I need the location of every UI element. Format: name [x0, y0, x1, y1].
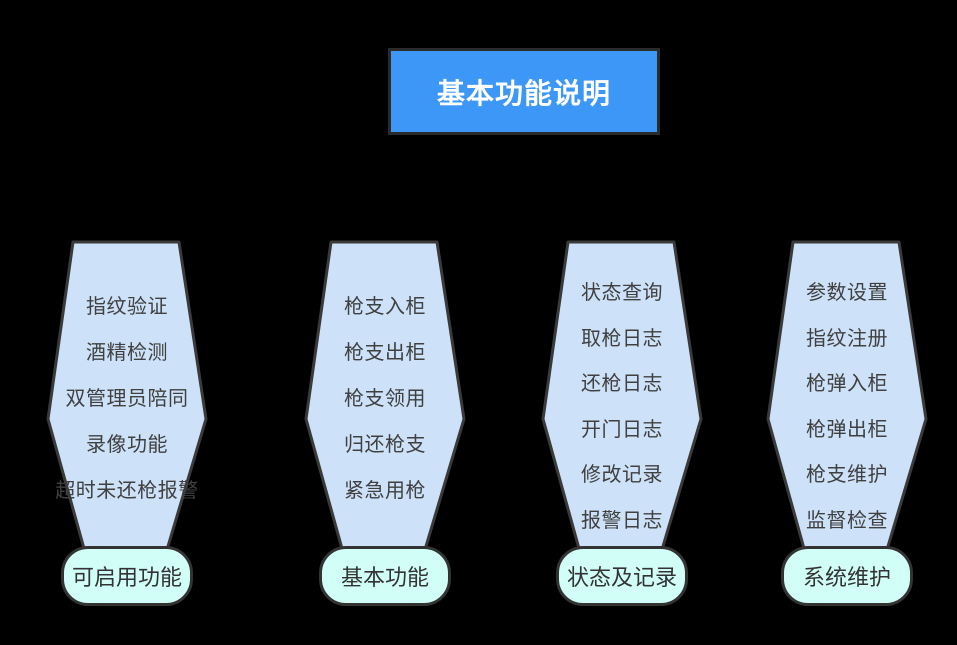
function-list: 参数设置 指纹注册 枪弹入柜 枪弹出柜 枪支维护 监督检查	[766, 271, 928, 544]
function-item: 录像功能	[86, 434, 168, 456]
function-item: 取枪日志	[581, 327, 663, 350]
column-enable-functions: 指纹验证 酒精检测 双管理员陪同 录像功能 超时未还枪报警 可启用功能	[46, 240, 208, 615]
group-label-enable-functions: 可启用功能	[61, 546, 193, 606]
function-item: 归还枪支	[344, 434, 426, 456]
function-item: 枪支领用	[344, 388, 426, 410]
column-system-maintenance: 参数设置 指纹注册 枪弹入柜 枪弹出柜 枪支维护 监督检查 系统维护	[766, 240, 928, 615]
function-item: 枪支维护	[806, 464, 888, 486]
function-item: 监督检查	[806, 509, 888, 532]
function-item: 状态查询	[581, 282, 663, 304]
function-item: 指纹验证	[86, 296, 168, 318]
group-label-basic-functions: 基本功能	[319, 546, 451, 606]
column-status-records: 状态查询 取枪日志 还枪日志 开门日志 修改记录 报警日志 状态及记录	[541, 240, 703, 615]
function-item: 枪弹出柜	[806, 418, 888, 441]
group-label-system-maintenance: 系统维护	[781, 546, 913, 606]
function-list: 状态查询 取枪日志 还枪日志 开门日志 修改记录 报警日志	[541, 271, 703, 544]
function-item: 酒精检测	[86, 342, 168, 364]
function-list: 枪支入柜 枪支出柜 枪支领用 归还枪支 紧急用枪	[304, 284, 466, 514]
function-item: 还枪日志	[581, 373, 663, 395]
column-basic-functions: 枪支入柜 枪支出柜 枪支领用 归还枪支 紧急用枪 基本功能	[304, 240, 466, 615]
function-item: 紧急用枪	[344, 480, 426, 502]
function-list: 指纹验证 酒精检测 双管理员陪同 录像功能 超时未还枪报警	[46, 284, 208, 514]
function-item: 修改记录	[581, 464, 663, 486]
function-item: 双管理员陪同	[65, 388, 189, 410]
function-item: 超时未还枪报警	[55, 480, 199, 502]
function-item: 指纹注册	[806, 327, 888, 350]
group-label-status-records: 状态及记录	[556, 546, 688, 606]
function-item: 枪支出柜	[344, 342, 426, 364]
function-item: 枪弹入柜	[806, 373, 888, 395]
function-item: 开门日志	[581, 418, 663, 441]
function-item: 参数设置	[806, 282, 888, 304]
function-item: 报警日志	[581, 509, 663, 532]
function-item: 枪支入柜	[344, 296, 426, 318]
diagram-title: 基本功能说明	[388, 48, 660, 135]
